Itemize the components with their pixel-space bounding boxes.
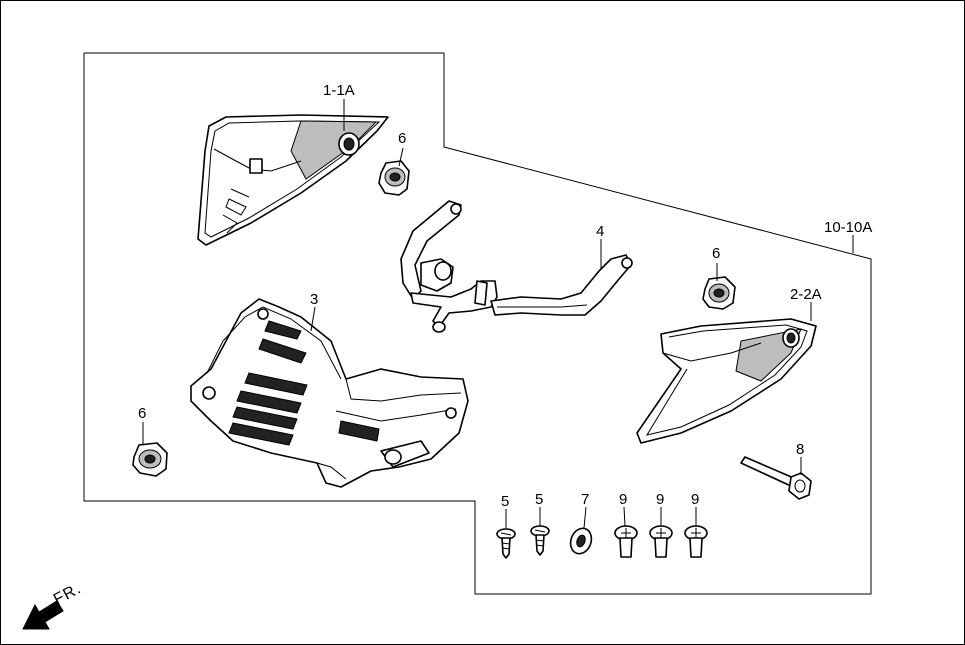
- assembly-outline: [83, 52, 872, 595]
- leader-screw-c: [623, 506, 626, 527]
- leader-washer: [583, 506, 587, 529]
- label-screw-e: 9: [691, 491, 699, 508]
- label-washer: 7: [581, 491, 589, 508]
- label-grommet-left: 6: [138, 405, 146, 422]
- bracket-part: [400, 200, 633, 333]
- arrow-down-left-icon: [22, 600, 64, 630]
- grommet-right-part: [702, 276, 736, 310]
- screw-b-part: [530, 525, 550, 556]
- label-right-cover: 2-2A: [790, 286, 822, 303]
- label-grommet-right: 6: [712, 245, 720, 262]
- washer-part: [569, 527, 593, 555]
- label-screw-d: 9: [656, 491, 664, 508]
- leader-under-cover: [310, 306, 316, 332]
- label-set: 10-10A: [824, 219, 872, 236]
- under-cover-part: [190, 298, 469, 488]
- screw-e-part: [684, 525, 708, 558]
- screw-a-part: [496, 528, 516, 559]
- right-cover-part: [636, 318, 817, 444]
- front-direction-label: FR.: [51, 580, 84, 609]
- label-left-cover: 1-1A: [323, 82, 355, 99]
- label-screw-a: 5: [501, 493, 509, 510]
- label-bolt: 8: [796, 441, 804, 458]
- label-grommet-top: 6: [398, 130, 406, 147]
- leader-grommet-top: [398, 147, 404, 167]
- screw-d-part: [649, 525, 673, 558]
- label-under-cover: 3: [310, 291, 318, 308]
- grommet-top-part: [378, 160, 410, 196]
- grommet-left-part: [132, 442, 168, 477]
- label-screw-c: 9: [619, 491, 627, 508]
- left-cover-part: [197, 114, 389, 246]
- label-screw-b: 5: [535, 491, 543, 508]
- screw-c-part: [614, 525, 638, 558]
- label-bracket: 4: [596, 223, 604, 240]
